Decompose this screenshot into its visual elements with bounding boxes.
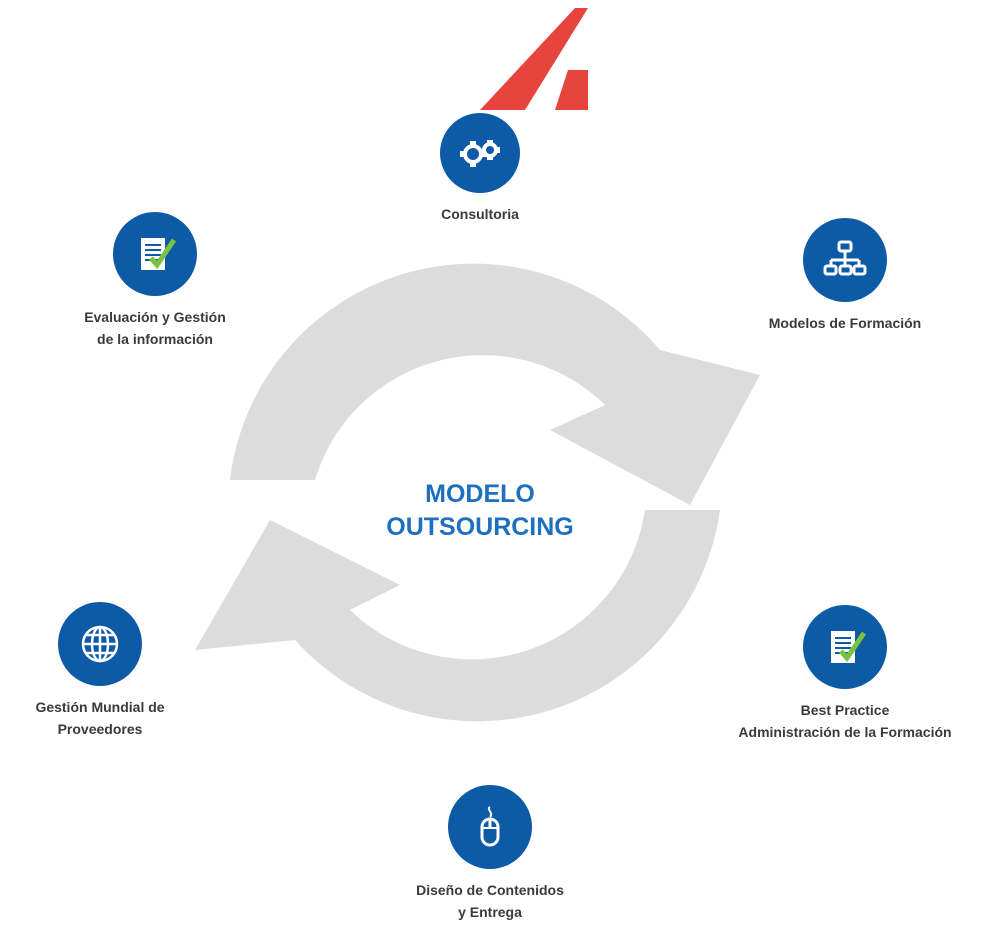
node-best-practice: Best Practice Administración de la Forma…	[700, 605, 990, 743]
node-label-line2: Proveedores	[57, 721, 143, 737]
cycle-arrow-upper	[230, 263, 760, 505]
document-check-icon	[113, 212, 197, 296]
node-label: Consultoria	[441, 206, 519, 222]
node-label-line1: Diseño de Contenidos	[416, 882, 564, 898]
gears-icon	[440, 113, 520, 193]
globe-icon	[58, 602, 142, 686]
node-label-line1: Evaluación y Gestión	[84, 309, 226, 325]
center-title-line2: OUTSOURCING	[386, 513, 574, 541]
node-label-line2: y Entrega	[458, 904, 522, 920]
node-modelos-formacion: Modelos de Formación	[735, 218, 955, 334]
center-title: MODELO OUTSOURCING	[330, 478, 630, 544]
mouse-icon	[448, 785, 532, 869]
hierarchy-icon	[803, 218, 887, 302]
brand-logo-fragment	[480, 8, 588, 110]
document-check-icon	[803, 605, 887, 689]
cycle-arrow-lower	[195, 510, 720, 722]
node-label-line2: Administración de la Formación	[738, 724, 952, 740]
center-title-line1: MODELO	[425, 480, 535, 508]
node-evaluacion-gestion: Evaluación y Gestión de la información	[45, 212, 265, 350]
node-gestion-mundial: Gestión Mundial de Proveedores	[0, 602, 200, 740]
node-label-line2: de la información	[97, 331, 213, 347]
node-diseno-contenidos: Diseño de Contenidos y Entrega	[380, 785, 600, 923]
node-label-line1: Best Practice	[800, 702, 890, 718]
node-label-line1: Gestión Mundial de	[35, 699, 165, 715]
node-label: Modelos de Formación	[768, 315, 922, 331]
node-consultoria: Consultoria	[380, 113, 580, 225]
